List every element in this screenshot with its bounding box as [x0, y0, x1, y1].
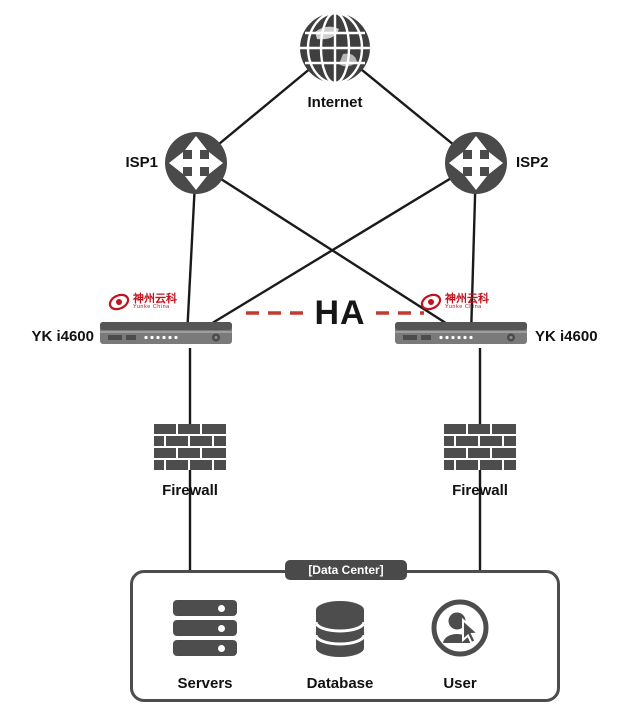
isp2-label: ISP2 [516, 154, 549, 171]
isp1-router-icon [165, 132, 227, 194]
vendor-logo-left: 神州云科 Yunke China [108, 291, 177, 313]
vendor-logo-right: 神州云科 Yunke China [420, 291, 489, 313]
datacenter-badge: [Data Center] [285, 560, 407, 580]
firewall-right-icon [444, 424, 516, 470]
vendor-swirl-icon [420, 293, 442, 311]
vendor-name: 神州云科 [445, 292, 489, 305]
servers-icon [173, 600, 237, 656]
vendor-name: 神州云科 [133, 292, 177, 305]
vendor-subname: Yunke China [445, 303, 482, 310]
server-unit [173, 640, 237, 656]
internet-label: Internet [307, 94, 363, 111]
user-icon [431, 599, 489, 657]
appliance-left-icon [100, 322, 232, 344]
database-icon [314, 601, 366, 657]
appliance-left-label: YK i4600 [31, 328, 94, 345]
user-label: User [443, 675, 477, 692]
vendor-swirl-icon [108, 293, 130, 311]
vendor-subname: Yunke China [133, 303, 170, 310]
isp2-router-icon [445, 132, 507, 194]
appliance-right-icon [395, 322, 527, 344]
ha-label: HA [314, 294, 366, 332]
servers-label: Servers [177, 675, 233, 692]
appliance-right-label: YK i4600 [535, 328, 598, 345]
link-isp1-appliance-right [195, 161, 467, 338]
server-unit [173, 600, 237, 616]
server-unit [173, 620, 237, 636]
isp1-label: ISP1 [125, 154, 158, 171]
internet-globe-icon [300, 11, 370, 85]
firewall-right-label: Firewall [452, 482, 508, 499]
firewall-left-icon [154, 424, 226, 470]
database-label: Database [306, 675, 374, 692]
firewall-left-label: Firewall [162, 482, 218, 499]
link-isp2-appliance-left [190, 161, 477, 338]
